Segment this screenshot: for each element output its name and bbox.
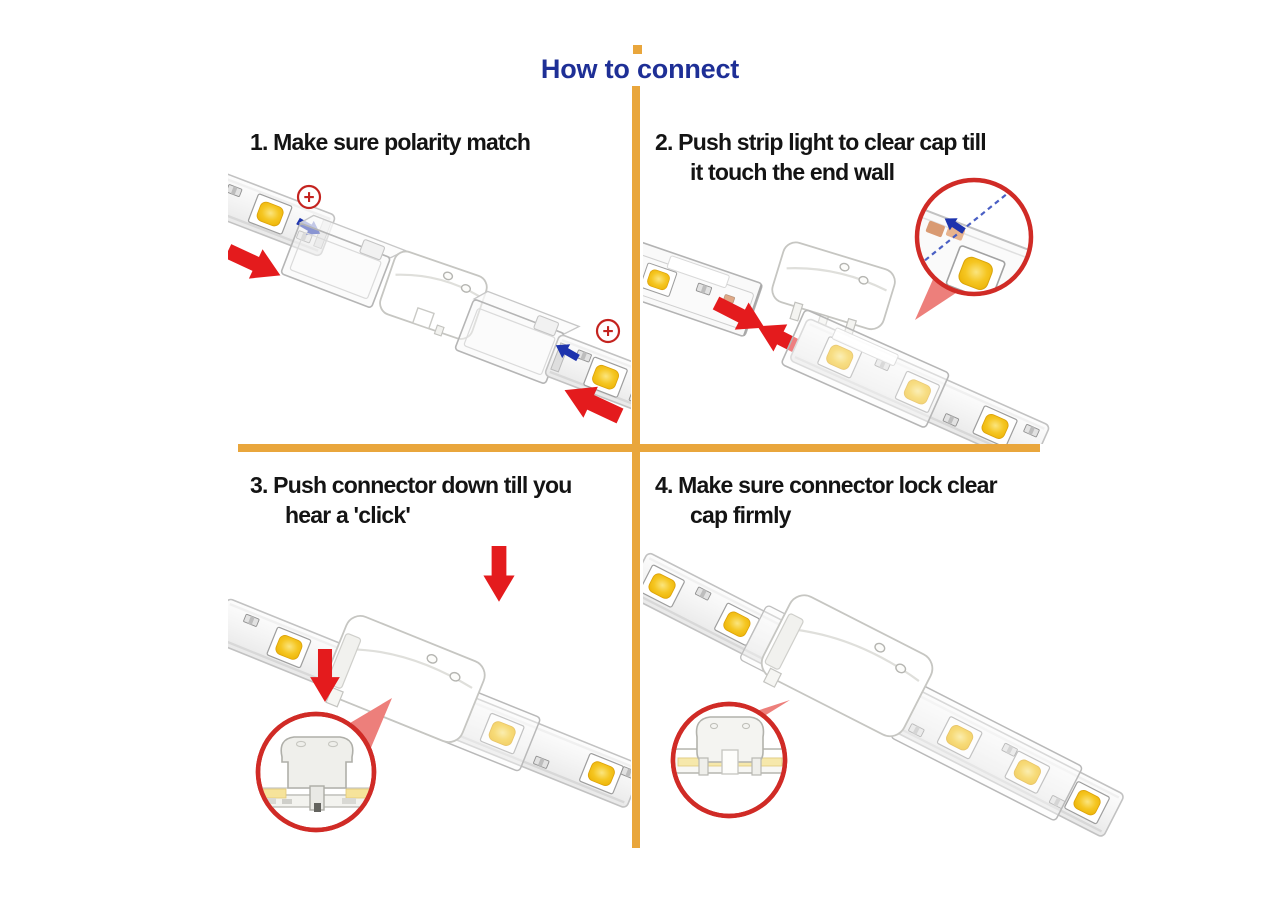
zoomed-strip-end [919,207,1029,292]
zoomed-connector-front-view [675,716,783,776]
step2-heading-line2: it touch the end wall [690,159,895,185]
page-title: How to connect [540,54,740,84]
vertical-divider-dash [633,45,642,54]
step4-heading: 4. Make sure connector lock clear cap fi… [655,470,998,530]
red-arrow [483,546,515,602]
step1-illustration: + [228,172,631,432]
horizontal-divider [238,444,1040,452]
step2-illustration [643,177,1050,444]
magnifier-ring [255,711,377,833]
step4-heading-line2: cap firmly [690,502,791,528]
polarity-plus-marker: + [595,318,621,344]
step3-heading-line1: 3. Push connector down till you [250,472,572,498]
red-arrow [228,236,288,291]
white-connector [760,594,934,738]
led-strip [643,552,1124,837]
step4-heading-line1: 4. Make sure connector lock clear [655,472,998,498]
step1-heading-line1: 1. Make sure polarity match [250,129,531,155]
white-connector [379,250,488,340]
step3-heading: 3. Push connector down till you hear a '… [250,470,572,530]
magnifier-ring [914,177,1034,297]
step2-heading: 2. Push strip light to clear cap till it… [655,127,987,187]
step3-heading-line2: hear a 'click' [285,502,411,528]
plus-polarity-icon: + [303,188,314,209]
step3-illustration [228,546,631,833]
plus-polarity-icon: + [602,322,613,343]
vertical-divider [632,86,640,848]
magnifier-inset [914,177,1034,320]
step1-heading: 1. Make sure polarity match [250,127,531,157]
polarity-plus-marker: + [296,184,322,210]
magnifier-inset [255,698,392,833]
magnifier-inset [670,700,790,819]
step4-illustration [643,552,1124,837]
led-strip [781,309,1050,444]
zoomed-connector-side-view [260,736,372,812]
step2-heading-line1: 2. Push strip light to clear cap till [655,129,987,155]
white-connector [771,241,896,337]
magnifier-ring [670,701,788,819]
